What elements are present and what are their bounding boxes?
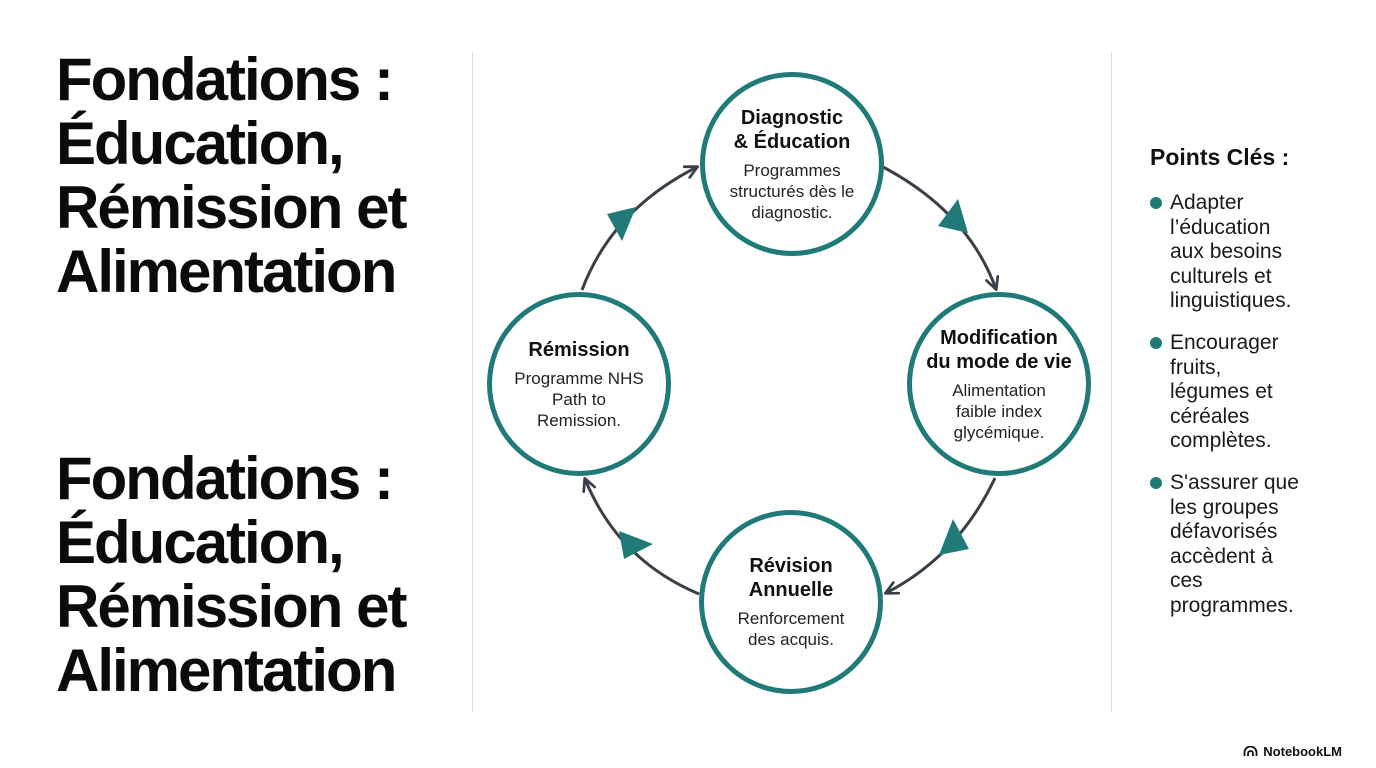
node-title-line: Annuelle bbox=[748, 579, 834, 601]
node-title-line: Rémission bbox=[528, 338, 630, 361]
cycle-node-remission: Rémission Programme NHS Path to Remissio… bbox=[487, 292, 671, 476]
page-title-repeat: Fondations : Éducation, Rémission et Ali… bbox=[56, 447, 466, 703]
key-point-line: Adapter bbox=[1170, 191, 1244, 214]
bullet-dot-icon bbox=[1150, 476, 1162, 489]
node-description: Programmes structurés dès le diagnostic. bbox=[730, 160, 855, 223]
key-point-line: complètes. bbox=[1170, 429, 1272, 453]
node-title-line: Modification bbox=[940, 326, 1058, 349]
node-title: Diagnostic & Éducation bbox=[734, 106, 851, 154]
node-desc-line: des acquis. bbox=[748, 630, 834, 649]
key-points-panel: Points Clés : Adapter l’éducation aux be… bbox=[1150, 143, 1350, 636]
node-desc-line: Programmes bbox=[743, 160, 841, 180]
key-point-line: Encourager bbox=[1170, 330, 1279, 354]
node-desc-line: Remission. bbox=[536, 410, 622, 430]
node-desc-line: diagnostic. bbox=[751, 202, 833, 222]
cycle-arrow-bottom-right bbox=[883, 477, 997, 595]
notebooklm-logo-icon bbox=[1243, 746, 1258, 756]
node-title-line: Diagnostic bbox=[740, 106, 844, 129]
key-point-line: S'assurer que bbox=[1170, 470, 1299, 494]
brand-name: NotebookLM bbox=[1263, 744, 1342, 759]
node-title-line: Révision bbox=[749, 555, 833, 577]
divider bbox=[1111, 52, 1112, 712]
title-line: Fondations : bbox=[56, 445, 394, 512]
node-desc-line: faible index bbox=[955, 401, 1042, 421]
node-desc-line: Alimentation bbox=[952, 380, 1046, 400]
direction-arrow-icon bbox=[607, 207, 636, 241]
key-point-line: programmes. bbox=[1170, 593, 1294, 617]
title-line: Alimentation bbox=[56, 238, 397, 305]
cycle-arrow-top-right bbox=[882, 165, 1000, 292]
key-point-line: ces bbox=[1170, 569, 1203, 593]
cycle-arrow-bottom-left bbox=[582, 476, 700, 596]
node-title: Révision Annuelle bbox=[749, 554, 833, 602]
node-desc-line: Renforcement bbox=[737, 609, 845, 628]
cycle-node-annual-review: Révision Annuelle Renforcement des acqui… bbox=[699, 510, 883, 694]
direction-arrow-icon bbox=[939, 519, 969, 555]
key-point-line: culturels et bbox=[1170, 264, 1272, 288]
key-point-line: légumes et bbox=[1170, 380, 1273, 404]
node-description: Alimentation faible index glycémique. bbox=[952, 380, 1046, 443]
title-line: Éducation, bbox=[56, 509, 345, 576]
key-point-line: linguistiques. bbox=[1170, 289, 1292, 313]
bullet-dot-icon bbox=[1150, 197, 1162, 209]
key-points-title: Points Clés : bbox=[1150, 144, 1290, 170]
node-title-line: & Éducation bbox=[733, 130, 851, 153]
page-title: Fondations : Éducation, Rémission et Ali… bbox=[56, 48, 466, 304]
direction-arrow-icon bbox=[619, 531, 653, 559]
title-line: Fondations : bbox=[56, 46, 394, 113]
key-point-line: céréales bbox=[1170, 404, 1250, 428]
node-title: Rémission bbox=[528, 338, 629, 362]
node-description: Programme NHS Path to Remission. bbox=[514, 368, 643, 431]
key-point-line: aux besoins bbox=[1170, 240, 1283, 264]
title-line: Rémission et bbox=[56, 573, 407, 640]
node-desc-line: structurés dès le bbox=[729, 181, 855, 201]
key-point-line: les groupes bbox=[1170, 495, 1279, 519]
title-line: Rémission et bbox=[56, 174, 407, 241]
key-point-item: S'assurer que les groupes défavorisés ac… bbox=[1150, 471, 1350, 619]
node-desc-line: Path to bbox=[552, 389, 606, 409]
title-line: Éducation, bbox=[56, 110, 345, 177]
cycle-node-diagnostic: Diagnostic & Éducation Programmes struct… bbox=[700, 72, 884, 256]
key-point-line: fruits, bbox=[1170, 355, 1222, 379]
cycle-arrow-top-left bbox=[580, 165, 700, 291]
key-point-line: défavorisés bbox=[1170, 520, 1278, 544]
divider bbox=[472, 52, 473, 712]
bullet-dot-icon bbox=[1150, 336, 1162, 349]
title-line: Alimentation bbox=[56, 637, 397, 704]
key-point-item: Adapter l’éducation aux besoins culturel… bbox=[1150, 191, 1350, 314]
node-title: Modification du mode de vie bbox=[926, 326, 1072, 374]
key-point-item: Encourager fruits, légumes et céréales c… bbox=[1150, 331, 1350, 454]
cycle-node-lifestyle: Modification du mode de vie Alimentation… bbox=[907, 292, 1091, 476]
node-title-line: du mode de vie bbox=[926, 350, 1072, 373]
key-point-line: l’éducation bbox=[1170, 215, 1271, 239]
key-points-list: Adapter l’éducation aux besoins culturel… bbox=[1150, 191, 1350, 619]
node-description: Renforcement des acquis. bbox=[738, 608, 845, 650]
node-desc-line: glycémique. bbox=[953, 422, 1045, 442]
key-point-line: accèdent à bbox=[1170, 544, 1273, 568]
node-desc-line: Programme NHS bbox=[514, 368, 644, 388]
direction-arrow-icon bbox=[938, 199, 968, 233]
brand-watermark: NotebookLM bbox=[1243, 744, 1342, 759]
